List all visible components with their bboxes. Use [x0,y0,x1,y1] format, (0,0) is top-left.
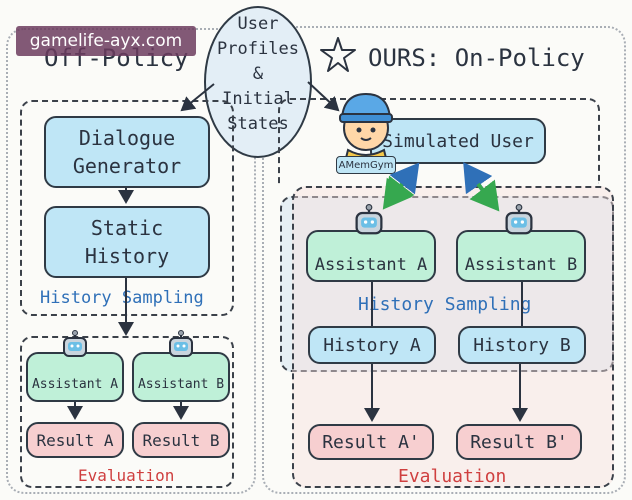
right-result-b-label: Result B' [470,431,568,453]
amemgym-label: AMemGym [338,159,394,171]
user-profiles-label: User Profiles & Initial States [204,12,312,137]
dialogue-generator-line: Dialogue [78,126,176,150]
watermark: gamelife-ayx.com [16,26,196,56]
right-result-b-box: Result B' [456,424,582,460]
user-profiles-line: Profiles [217,39,299,59]
static-history-line: History [84,244,170,268]
right-result-a-box: Result A' [308,424,434,460]
left-assistant-a-label: Assistant A [31,376,119,392]
simulated-user-label: Simulated User [382,130,534,152]
user-profiles-ellipse [204,6,312,158]
history-a-box: History A [308,326,436,364]
dialogue-generator-line: Generator [72,154,182,178]
right-assistant-b-label: Assistant B [464,255,578,275]
robot-icon [352,204,386,244]
right-result-a-label: Result A' [322,431,420,453]
user-profiles-line: & [252,64,264,84]
right-assistant-a-label: Assistant A [314,255,428,275]
user-profiles-line: Initial [222,89,294,109]
left-assistant-b-label: Assistant B [137,376,225,392]
arrow-to-dialogue-generator [180,83,215,112]
interaction-arrow-b-green-head [469,179,500,212]
left-history-sampling-label: History Sampling [40,288,204,308]
left-result-a-label: Result A [36,430,114,450]
left-evaluation-region [20,336,234,488]
right-assistant-a-box: Assistant A [306,230,436,282]
sparkle-icon [318,36,358,80]
history-a-label: History A [323,334,421,356]
robot-icon [60,330,90,366]
history-b-box: History B [458,326,586,364]
arrow-to-simulated-user [307,81,340,112]
right-history-sampling-label: History Sampling [358,294,532,315]
right-simulated-user-region [278,98,600,184]
on-policy-panel [262,26,626,494]
user-avatar [334,88,398,176]
robot-icon [166,330,196,366]
interaction-arrow-a-green-head [382,177,413,210]
left-result-b-label: Result B [142,430,220,450]
static-history-box: Static History [44,206,210,278]
left-result-a-box: Result A [26,422,124,458]
simulated-user-box: Simulated User [370,118,546,164]
left-result-b-box: Result B [132,422,230,458]
dialogue-generator-box: Dialogue Generator [44,116,210,188]
user-profiles-line: States [227,114,289,134]
right-evaluation-label: Evaluation [398,466,507,487]
history-b-label: History B [473,334,571,356]
static-history-line: Static [90,216,164,240]
left-evaluation-label: Evaluation [78,466,175,485]
robot-icon [502,204,536,244]
user-profiles-line: User [237,14,279,34]
on-policy-title: OURS: On-Policy [368,44,585,72]
